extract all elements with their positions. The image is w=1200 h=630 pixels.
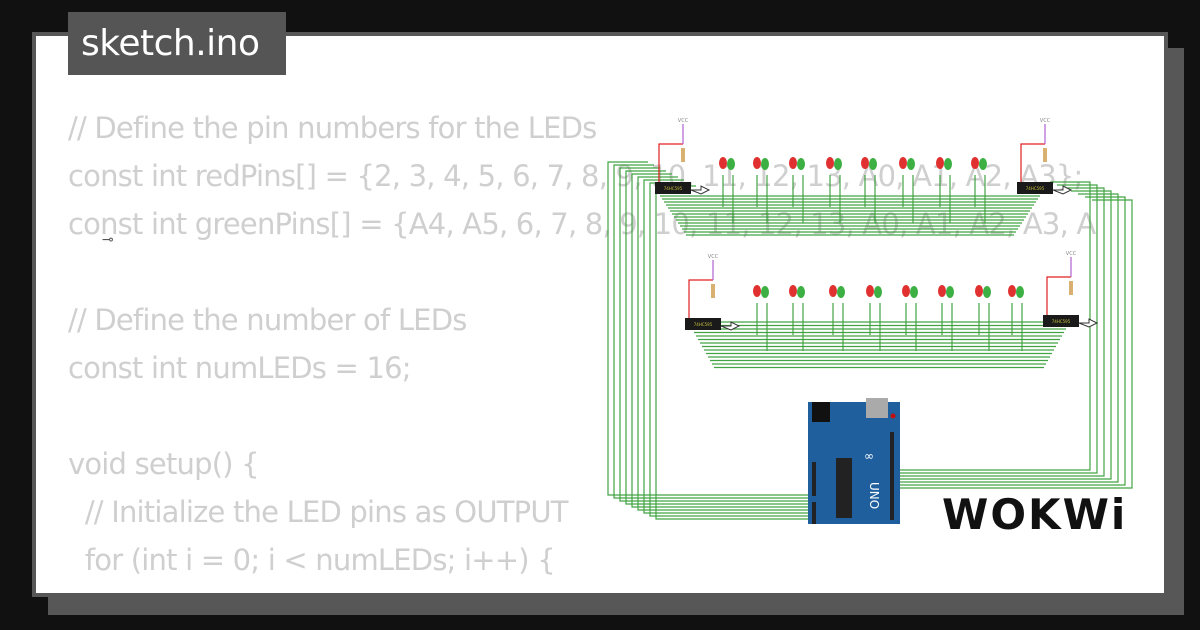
vcc-wire xyxy=(1020,143,1045,182)
resistor-icon xyxy=(711,284,715,298)
green-led-icon xyxy=(761,286,769,298)
vcc-label: VCC xyxy=(1066,251,1077,257)
red-led-icon xyxy=(1008,285,1016,297)
code-line: // Initialize the LED pins as OUTPUT xyxy=(68,495,569,529)
reset-button-icon xyxy=(890,413,896,419)
resistor-icon xyxy=(1043,148,1047,162)
resistor-icon xyxy=(1069,281,1073,295)
wire xyxy=(643,179,820,514)
green-led-icon xyxy=(797,158,805,170)
green-led-icon xyxy=(983,286,991,298)
shift-register-chip xyxy=(1017,182,1053,194)
code-line: pinMode(redPins[i], OUTPUT); xyxy=(68,584,1095,593)
preview-card-body: // Define the pin numbers for the LEDs co… xyxy=(36,36,1164,593)
green-led-icon xyxy=(834,158,842,170)
ground-symbol-icon xyxy=(690,185,711,195)
code-line: const int redPins[] = {2, 3, 4, 5, 6, 7,… xyxy=(68,159,1083,193)
wokwi-logo: WOKWi xyxy=(942,490,1128,539)
red-led-icon xyxy=(789,285,797,297)
arduino-board xyxy=(808,402,900,524)
vcc-wire xyxy=(658,143,683,182)
red-led-icon xyxy=(866,285,874,297)
red-led-icon xyxy=(902,285,910,297)
vcc-label: VCC xyxy=(708,254,719,260)
red-led-icon xyxy=(753,285,761,297)
code-editor: // Define the pin numbers for the LEDs co… xyxy=(68,104,1096,593)
red-led-icon xyxy=(936,157,944,169)
board-model-label: UNO xyxy=(867,482,881,509)
red-led-icon xyxy=(899,157,907,169)
green-led-icon xyxy=(874,286,882,298)
red-led-icon xyxy=(753,157,761,169)
wire xyxy=(900,184,1098,474)
wire xyxy=(900,199,1133,489)
green-led-icon xyxy=(944,158,952,170)
code-line: // Define the number of LEDs xyxy=(68,303,467,337)
microcontroller-chip xyxy=(836,458,852,518)
red-led-icon xyxy=(826,157,834,169)
chip-label: 74HC595 xyxy=(664,186,683,191)
code-line: // Define the pin numbers for the LEDs xyxy=(68,111,597,145)
resistor-icon xyxy=(681,148,685,162)
power-jack-icon xyxy=(812,402,830,422)
wires xyxy=(607,161,1133,520)
green-led-icon xyxy=(837,286,845,298)
shift-register-chip xyxy=(685,318,721,330)
analog-header xyxy=(812,502,816,524)
red-led-icon xyxy=(971,157,979,169)
vcc-label: VCC xyxy=(1040,118,1051,124)
code-line: const int numLEDs = 16; xyxy=(68,351,412,385)
wire xyxy=(631,173,820,508)
chip-label: 74HC595 xyxy=(1052,319,1071,324)
chip-label: 74HC595 xyxy=(1026,186,1045,191)
green-led-icon xyxy=(907,158,915,170)
parts: 74HC595VCC74HC595VCC74HC595VCC74HC595VCC… xyxy=(655,118,1099,524)
green-led-icon xyxy=(979,158,987,170)
vcc-label: VCC xyxy=(678,118,689,124)
red-led-icon xyxy=(719,157,727,169)
digital-header xyxy=(890,432,894,520)
ground-symbol-icon xyxy=(1052,185,1073,195)
red-led-icon xyxy=(861,157,869,169)
green-led-icon xyxy=(727,158,735,170)
wire xyxy=(607,161,820,496)
chip-label: 74HC595 xyxy=(694,322,713,327)
code-line: void setup() { xyxy=(68,447,260,481)
ground-symbol-icon xyxy=(1078,318,1099,328)
file-title-tab[interactable]: sketch.ino xyxy=(68,12,286,75)
green-led-icon xyxy=(761,158,769,170)
usb-port-icon xyxy=(866,398,888,418)
red-led-icon xyxy=(975,285,983,297)
shift-register-chip xyxy=(1043,315,1079,327)
code-line: for (int i = 0; i < numLEDs; i++) { xyxy=(68,543,556,577)
ground-symbol-icon xyxy=(720,321,741,331)
wire xyxy=(625,170,820,505)
wire xyxy=(900,187,1105,477)
wire xyxy=(900,196,1126,486)
green-led-icon xyxy=(869,158,877,170)
shift-register-chip xyxy=(655,182,691,194)
red-led-icon xyxy=(789,157,797,169)
red-led-icon xyxy=(829,285,837,297)
wire xyxy=(637,176,820,511)
green-led-icon xyxy=(946,286,954,298)
wire xyxy=(900,193,1119,483)
wire xyxy=(619,167,820,502)
vcc-wire xyxy=(1046,276,1071,315)
green-led-icon xyxy=(910,286,918,298)
red-led-icon xyxy=(938,285,946,297)
vcc-wire xyxy=(688,279,713,318)
arduino-logo-icon: ∞ xyxy=(864,449,874,463)
power-header xyxy=(812,462,816,496)
green-led-icon xyxy=(1016,286,1024,298)
wire xyxy=(655,185,820,520)
green-led-icon xyxy=(797,286,805,298)
ground-symbol-icon: ⊸ xyxy=(102,232,114,248)
wire xyxy=(900,190,1112,480)
wire xyxy=(613,164,820,499)
